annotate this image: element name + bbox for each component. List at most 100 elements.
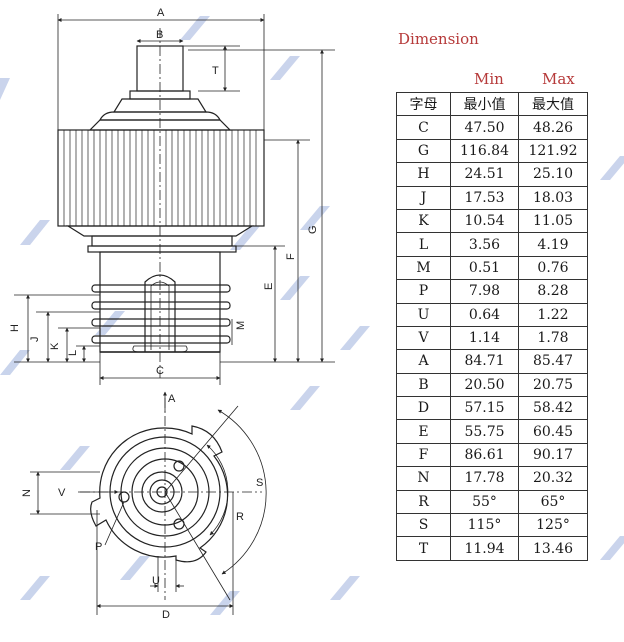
max-heading: Max <box>542 70 575 88</box>
cell-min: 84.71 <box>450 349 519 374</box>
cell-min: 11.94 <box>450 536 519 561</box>
cell-letter: F <box>396 442 451 468</box>
cell-max: 60.45 <box>518 419 588 444</box>
cell-max: 121.92 <box>518 138 588 164</box>
label-b: B <box>156 29 163 41</box>
cell-letter: N <box>396 466 451 491</box>
header-max: 最大值 <box>518 91 588 117</box>
label-p: P <box>95 541 102 553</box>
cell-max: 1.78 <box>518 325 588 351</box>
bottom-dimensions <box>30 391 267 615</box>
dimension-title: Dimension <box>398 30 479 48</box>
label-t: T <box>212 65 219 77</box>
cell-max: 90.17 <box>518 442 588 468</box>
cell-max: 18.03 <box>518 185 588 210</box>
cell-min: 86.61 <box>450 442 519 468</box>
cell-min: 47.50 <box>450 115 519 140</box>
cell-letter: H <box>396 162 451 187</box>
header-min: 最小值 <box>450 91 519 117</box>
cell-min: 115° <box>450 513 519 538</box>
cell-letter: R <box>396 489 451 515</box>
cell-letter: L <box>396 232 451 257</box>
side-view <box>57 28 265 378</box>
cell-max: 0.76 <box>518 255 588 281</box>
cell-max: 20.32 <box>518 466 588 491</box>
drawing-labels: A B T G F E H J K L M C A N V P U D R S <box>9 7 319 621</box>
cell-letter: C <box>396 115 451 140</box>
cell-min: 1.14 <box>450 325 519 351</box>
side-dimensions <box>14 14 335 385</box>
cell-letter: D <box>396 396 451 421</box>
cell-max: 65° <box>518 489 588 515</box>
cell-letter: K <box>396 208 451 234</box>
cell-min: 55° <box>450 489 519 515</box>
label-r: R <box>236 511 244 523</box>
cell-letter: J <box>396 185 451 210</box>
label-n: N <box>21 489 33 497</box>
label-c: C <box>156 365 164 377</box>
bottom-view <box>80 398 262 601</box>
cell-min: 20.50 <box>450 372 519 398</box>
cell-letter: U <box>396 302 451 327</box>
cell-max: 20.75 <box>518 372 588 398</box>
label-h: H <box>9 324 21 332</box>
label-e: E <box>263 283 275 290</box>
cell-min: 0.64 <box>450 302 519 327</box>
cell-max: 85.47 <box>518 349 588 374</box>
cell-letter: P <box>396 279 451 304</box>
cell-min: 0.51 <box>450 255 519 281</box>
cell-max: 125° <box>518 513 588 538</box>
label-v: V <box>58 487 66 499</box>
cell-max: 11.05 <box>518 208 588 234</box>
cell-letter: A <box>396 349 451 374</box>
label-u: U <box>152 575 160 587</box>
cell-letter: M <box>396 255 451 281</box>
label-k: K <box>49 342 61 350</box>
label-m: M <box>235 321 247 330</box>
cell-max: 48.26 <box>518 115 588 140</box>
cell-letter: B <box>396 372 451 398</box>
cell-max: 1.22 <box>518 302 588 327</box>
header-letter: 字母 <box>396 91 451 117</box>
cell-letter: V <box>396 325 451 351</box>
cell-min: 3.56 <box>450 232 519 257</box>
label-a: A <box>157 7 165 19</box>
label-d: D <box>162 609 170 621</box>
label-l: L <box>67 350 79 356</box>
cell-min: 116.84 <box>450 138 519 164</box>
cell-max: 4.19 <box>518 232 588 257</box>
cell-min: 17.53 <box>450 185 519 210</box>
cell-min: 10.54 <box>450 208 519 234</box>
cell-min: 57.15 <box>450 396 519 421</box>
cell-max: 8.28 <box>518 279 588 304</box>
label-j: J <box>29 337 41 343</box>
cell-letter: S <box>396 513 451 538</box>
cell-max: 25.10 <box>518 162 588 187</box>
label-s: S <box>256 477 263 489</box>
min-heading: Min <box>474 70 504 88</box>
label-a-bottom: A <box>168 393 176 405</box>
cell-min: 24.51 <box>450 162 519 187</box>
cell-min: 17.78 <box>450 466 519 491</box>
watermark-stripes <box>0 16 624 615</box>
label-f: F <box>285 253 297 260</box>
